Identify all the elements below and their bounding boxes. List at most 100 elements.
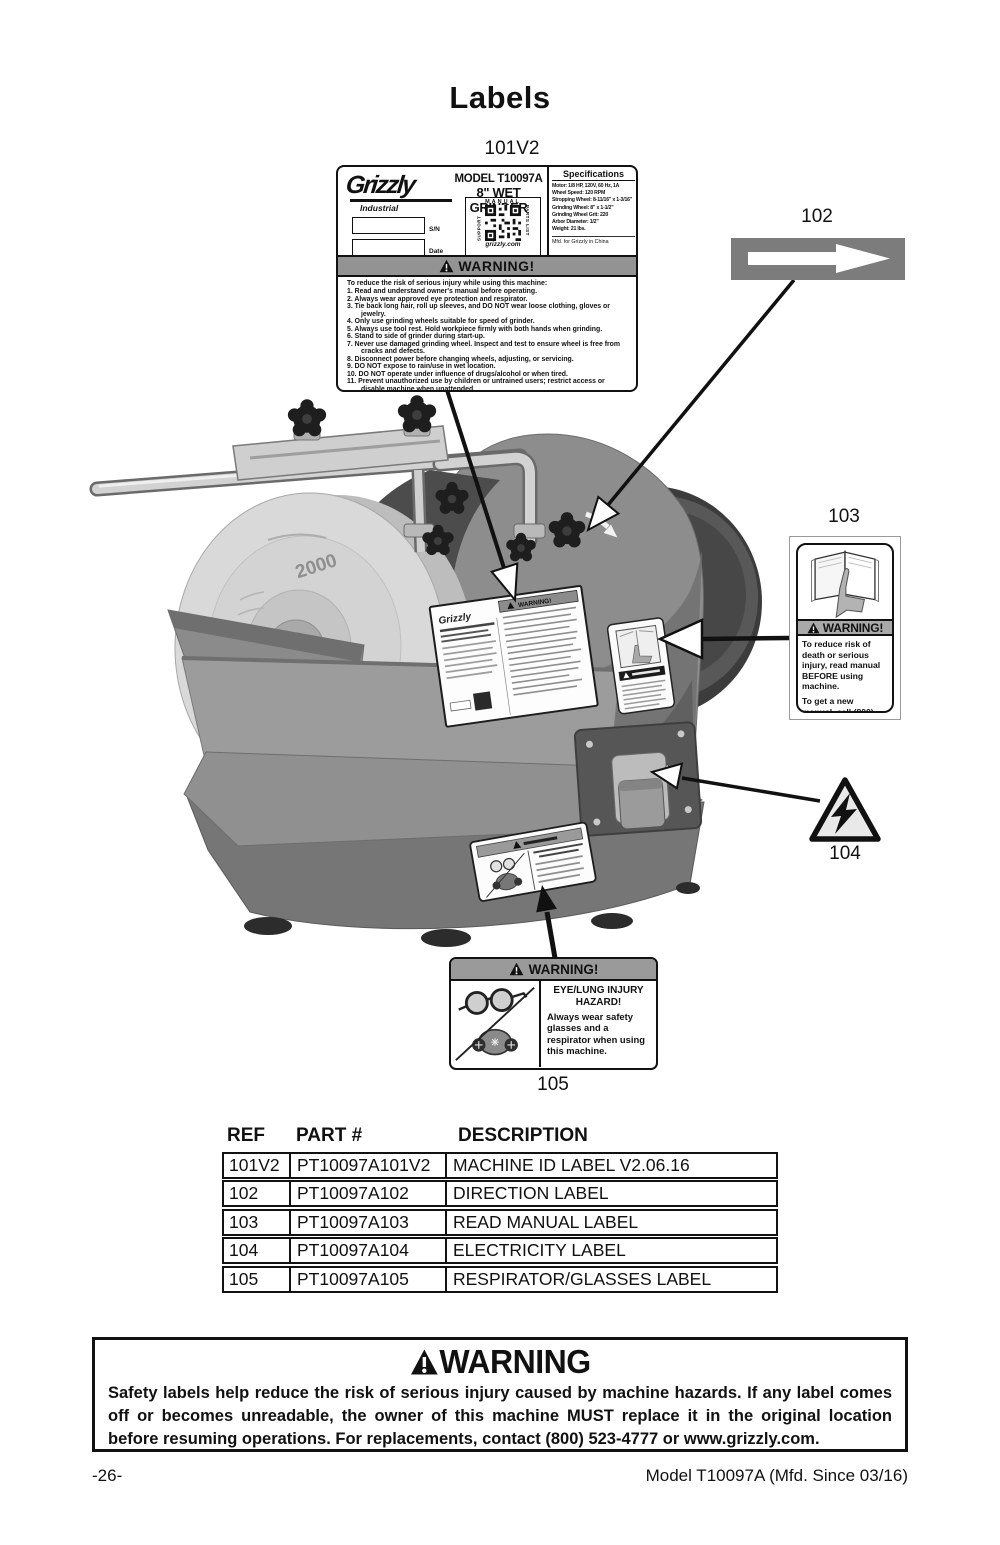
warning-triangle-icon bbox=[509, 962, 523, 976]
logo-underline bbox=[350, 199, 452, 202]
callout-connectors bbox=[445, 278, 821, 959]
hazard-title: EYE/LUNG INJURY HAZARD! bbox=[553, 985, 644, 1008]
serial-number-field: S/N bbox=[352, 217, 440, 234]
respirator-mini-label bbox=[469, 821, 597, 902]
read-manual-label: WARNING! To reduce risk of death or seri… bbox=[789, 536, 901, 720]
spec-arbor: Arbor Diameter: 1/2" bbox=[552, 219, 599, 226]
cell-ref: 105 bbox=[229, 1268, 259, 1289]
ppe-icons-panel bbox=[451, 981, 541, 1067]
footer-model-info: Model T10097A (Mfd. Since 03/16) bbox=[645, 1466, 908, 1485]
manual-label-para1: To reduce risk of death or serious injur… bbox=[802, 639, 881, 692]
warning-item: 1. Read and understand owner's manual be… bbox=[347, 288, 538, 295]
table-row: 104 PT10097A104 ELECTRICITY LABEL bbox=[222, 1237, 778, 1264]
warning-item: 2. Always wear approved eye protection a… bbox=[347, 295, 528, 303]
warning-triangle-icon bbox=[807, 622, 820, 633]
respirator-label-warning-bar: WARNING! bbox=[451, 959, 656, 981]
cell-ref: 103 bbox=[229, 1211, 259, 1232]
cell-description: ELECTRICITY LABEL bbox=[445, 1239, 776, 1262]
respirator-label-warning-title: WARNING! bbox=[528, 961, 599, 977]
warning-box-title-row: WARNING bbox=[120, 1343, 880, 1381]
manual-label-text: To reduce risk of death or serious injur… bbox=[798, 636, 892, 713]
table-row: 105 PT10097A105 RESPIRATOR/GLASSES LABEL bbox=[222, 1265, 778, 1293]
warning-item: 11. Prevent unauthorized use by children… bbox=[347, 378, 605, 393]
hazard-body: Always wear safety glasses and a respira… bbox=[547, 1011, 645, 1056]
parts-table-header: REF PART # DESCRIPTION bbox=[222, 1122, 778, 1150]
machine-id-label: Grizzly Industrial MODEL T10097A 8" WET … bbox=[336, 165, 638, 393]
date-field: Date bbox=[352, 239, 443, 256]
cell-ref: 101V2 bbox=[229, 1154, 280, 1175]
callout-101v2: 101V2 bbox=[484, 138, 540, 159]
warning-item: 7. Never use damaged grinding wheel. Ins… bbox=[347, 340, 621, 356]
brand-subtitle: Industrial bbox=[360, 202, 399, 213]
model-number: MODEL T10097A bbox=[454, 173, 543, 185]
warning-item: 3. Tie back long hair, roll up sleeves, … bbox=[347, 303, 610, 318]
warning-box-body: Safety labels help reduce the risk of se… bbox=[108, 1384, 892, 1448]
date-box bbox=[352, 239, 425, 256]
qr-code-icon bbox=[485, 205, 521, 241]
cell-description: DIRECTION LABEL bbox=[445, 1182, 776, 1205]
specifications-title: Specifications bbox=[552, 169, 635, 181]
spec-mfd-note: Mfd. for Grizzly in China bbox=[552, 236, 635, 245]
svg-text:WARNING!: WARNING! bbox=[518, 598, 552, 610]
specifications-panel: Specifications Motor: 1/8 HP, 120V, 60 H… bbox=[547, 167, 638, 255]
cell-part: PT10097A103 bbox=[289, 1210, 445, 1234]
callout-103: 103 bbox=[828, 506, 860, 527]
spec-grinding-wheel: Grinding Wheel: 8" x 1-1/2" bbox=[552, 204, 614, 211]
respirator-glasses-label: WARNING! EYE/LUNG INJU bbox=[449, 957, 658, 1070]
page-number: -26- bbox=[92, 1466, 123, 1485]
cell-part: PT10097A102 bbox=[289, 1182, 445, 1205]
read-manual-mini-label bbox=[606, 617, 676, 715]
spec-wheel-speed: Wheel Speed: 120 RPM bbox=[552, 190, 606, 197]
parts-table: REF PART # DESCRIPTION 101V2 PT10097A101… bbox=[222, 1122, 778, 1293]
spec-stropping-wheel: Stropping Wheel: 8-11/16" x 1-3/16" bbox=[552, 197, 633, 204]
warning-item: 10. DO NOT operate under influence of dr… bbox=[347, 370, 568, 378]
qr-caption-right: PARTS LIST bbox=[524, 205, 530, 236]
direction-label bbox=[731, 238, 905, 280]
warning-box-title: WARNING bbox=[439, 1343, 591, 1380]
warning-triangle-icon bbox=[439, 259, 454, 273]
id-label-warning-bar: WARNING! bbox=[338, 257, 636, 277]
cell-ref: 102 bbox=[229, 1183, 259, 1203]
header-description: DESCRIPTION bbox=[458, 1125, 588, 1146]
id-label-header: Grizzly Industrial MODEL T10097A 8" WET … bbox=[338, 167, 636, 257]
id-label-warning-title: WARNING! bbox=[458, 258, 535, 274]
cell-part: PT10097A105 bbox=[289, 1267, 445, 1291]
spec-motor: Motor: 1/8 HP, 120V, 60 Hz, 1A bbox=[552, 183, 620, 189]
brand-name: Grizzly bbox=[344, 171, 416, 199]
serial-number-caption: S/N bbox=[429, 226, 440, 233]
cell-description: READ MANUAL LABEL bbox=[445, 1210, 776, 1234]
callout-102: 102 bbox=[801, 206, 833, 227]
open-book-icon bbox=[798, 545, 892, 619]
serial-number-box bbox=[352, 217, 425, 234]
electricity-label bbox=[809, 777, 881, 842]
grizzly-logo: Grizzly Industrial bbox=[344, 171, 456, 213]
qr-caption-top: MANUAL bbox=[485, 199, 521, 205]
power-switch-panel bbox=[573, 721, 703, 837]
warning-triangle-icon bbox=[410, 1349, 438, 1375]
warning-intro: To reduce the risk of serious injury whi… bbox=[347, 280, 548, 287]
cell-description: RESPIRATOR/GLASSES LABEL bbox=[445, 1267, 776, 1291]
qr-code-block: MANUAL SUPPORT bbox=[465, 197, 541, 257]
qr-caption-left: SUPPORT bbox=[476, 215, 482, 241]
callout-104: 104 bbox=[829, 843, 861, 864]
cell-ref: 104 bbox=[229, 1240, 259, 1260]
safety-warning-box: WARNING Safety labels help reduce the ri… bbox=[92, 1337, 908, 1452]
warning-item: 4. Only use grinding wheels suitable for… bbox=[347, 318, 535, 325]
spec-weight: Weight: 21 lbs. bbox=[552, 226, 586, 233]
manual-label-para2: To get a new manual, call (800) 523-4777… bbox=[802, 695, 874, 713]
warning-item: 8. Disconnect power before changing whee… bbox=[347, 355, 574, 363]
manual-label-warning-title: WARNING! bbox=[822, 620, 884, 635]
cell-description: MACHINE ID LABEL V2.06.16 bbox=[445, 1153, 776, 1177]
table-row: 103 PT10097A103 READ MANUAL LABEL bbox=[222, 1208, 778, 1236]
spec-grit: Grinding Wheel Grit: 220 bbox=[552, 211, 609, 218]
qr-caption-bottom: grizzly.com bbox=[485, 241, 521, 248]
header-ref: REF bbox=[227, 1125, 265, 1146]
header-part: PART # bbox=[296, 1125, 363, 1146]
respirator-label-text: EYE/LUNG INJURY HAZARD! Always wear safe… bbox=[541, 981, 656, 1067]
warning-item: 5. Always use tool rest. Hold workpiece … bbox=[347, 325, 603, 333]
machine-id-mini-label: Grizzly WARNING! bbox=[428, 584, 599, 728]
warning-item: 9. DO NOT expose to rain/use in wet loca… bbox=[347, 363, 496, 370]
svg-text:Grizzly: Grizzly bbox=[438, 611, 472, 627]
